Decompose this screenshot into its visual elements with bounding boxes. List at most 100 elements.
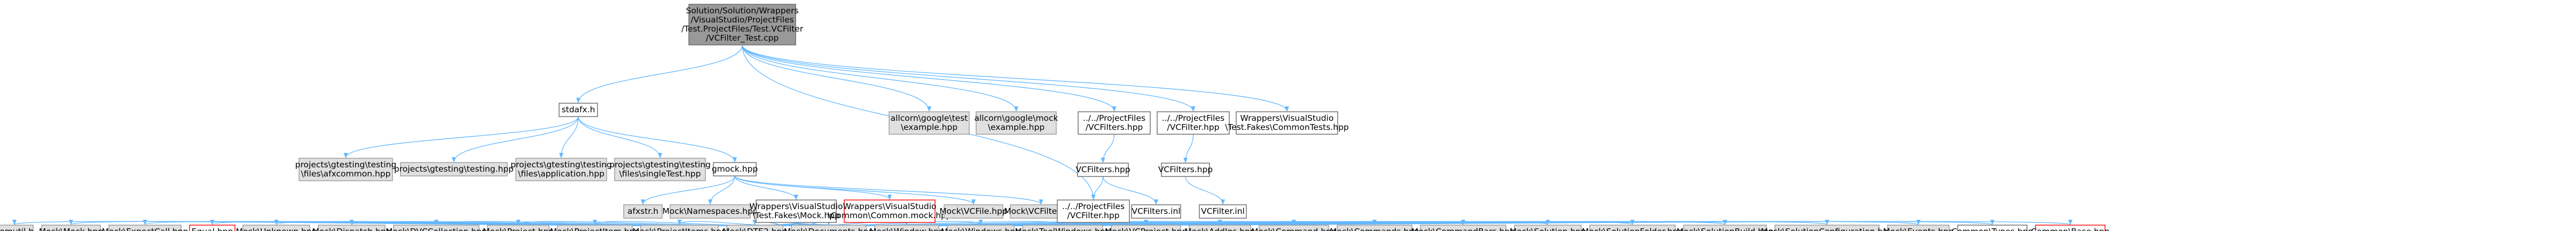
node-box xyxy=(1057,199,1130,223)
node-label: ../../ProjectFiles xyxy=(1083,113,1145,123)
node-mock-commands[interactable]: Mock\Commands.hpp xyxy=(1330,225,1419,231)
node-label: allcorn\google\test xyxy=(891,113,968,123)
node-mock-expectcall[interactable]: Mock\ExpectCall.hpp xyxy=(102,225,189,231)
node-box xyxy=(1111,225,1181,231)
node-mock-vcproject[interactable]: Mock\VCProject.hpp xyxy=(1105,225,1187,231)
node-label: Solution/Solution/Wrappers xyxy=(686,6,799,16)
node-gmock-example[interactable]: allcorn\google\mock\example.hpp xyxy=(974,111,1058,135)
node-mock-documents[interactable]: Mock\Documents.hpp xyxy=(784,225,874,231)
node-testing-hpp[interactable]: projects\gtesting\testing.hpp xyxy=(394,162,514,176)
edge-gmock-hpp-to-mock-vcfilter xyxy=(734,175,1043,205)
node-mock-mock[interactable]: Mock\Mock.hpp xyxy=(39,225,103,231)
edge-vcfilters-hpp-2-to-vcfilter-inl xyxy=(1185,176,1225,205)
node-vcfilters-hpp[interactable]: ../../ProjectFiles/VCFilters.hpp xyxy=(1078,111,1151,135)
node-label: Mock\SolutionFolder.hpp xyxy=(1582,227,1683,231)
edge-gmock-hpp-to-mock-vcfile xyxy=(734,175,976,205)
node-vcfilters-hpp-2[interactable]: VCFilters.hpp xyxy=(1158,163,1213,177)
node-mock-solutionbuild[interactable]: Mock\SolutionBuild.hpp xyxy=(1676,225,1774,231)
node-label: Wrappers\VisualStudio xyxy=(749,202,843,211)
node-box xyxy=(688,4,796,45)
node-mock-toolwindows[interactable]: Mock\ToolWindows.hpp xyxy=(1015,225,1111,231)
node-singletest-hpp[interactable]: projects\gtesting\testing\files\singleTe… xyxy=(609,158,711,181)
node-box xyxy=(1131,204,1181,219)
edge-vcfilters-hpp-to-vcfilters-dep xyxy=(1101,134,1115,163)
node-mock-projectitem[interactable]: Mock\ProjectItem.hpp xyxy=(550,225,640,231)
node-vcfilters-inl[interactable]: VCFilters.inl xyxy=(1131,204,1181,219)
node-box xyxy=(889,111,970,135)
node-box xyxy=(791,225,867,231)
node-stdafx-h[interactable]: stdafx.h xyxy=(559,103,598,117)
node-box xyxy=(1078,111,1151,135)
node-box xyxy=(557,225,633,231)
node-gtest-example[interactable]: allcorn\google\test\example.hpp xyxy=(889,111,970,135)
node-mock-solution[interactable]: Mock\Solution.hpp xyxy=(1510,225,1586,231)
node-mock-windows[interactable]: Mock\Windows.hpp xyxy=(941,225,1020,231)
node-box xyxy=(559,103,598,117)
node-label: projects\gtesting\testing xyxy=(295,160,397,170)
node-box xyxy=(400,162,508,176)
node-mock-project[interactable]: Mock\Project.hpp xyxy=(483,225,554,231)
node-label: projects\gtesting\testing xyxy=(609,160,711,170)
node-mock-vcfile[interactable]: Mock\VCFile.hpp xyxy=(939,204,1008,219)
node-label: Mock\Project.hpp xyxy=(483,227,554,231)
node-label: Mock\Unknown.hpp xyxy=(236,227,317,231)
node-label: Mock\CommandBars.hpp xyxy=(1411,227,1515,231)
node-vcfilter-hpp-mid[interactable]: ../../ProjectFiles/VCFilter.hpp xyxy=(1057,199,1130,223)
node-box xyxy=(1236,111,1338,135)
node-common-mock[interactable]: Wrappers\VisualStudio\Common\Common.mock… xyxy=(828,199,952,223)
node-box xyxy=(299,158,393,181)
node-label: Mock\DVCCollection.hpp xyxy=(386,227,487,231)
edge-root-to-gmock-example xyxy=(742,44,1018,112)
node-box xyxy=(1957,225,2028,231)
node-mock-events[interactable]: Mock\Events.hpp xyxy=(1883,225,1954,231)
node-mock-solutionfolder[interactable]: Mock\SolutionFolder.hpp xyxy=(1582,225,1683,231)
node-mock-namespaces[interactable]: Mock\Namespaces.hpp xyxy=(662,204,758,219)
node-box xyxy=(1887,225,1950,231)
node-box xyxy=(947,225,1015,231)
node-application-hpp[interactable]: projects\gtesting\testing\files\applicat… xyxy=(511,158,612,181)
node-mock-solutionconfig[interactable]: Mock\SolutionConfiguration.hpp xyxy=(1761,225,1894,231)
node-label: \files\application.hpp xyxy=(518,169,604,179)
node-vcfilter-hpp-top[interactable]: ../../ProjectFiles/VCFilter.hpp xyxy=(1157,111,1230,135)
node-label: Common\Base.hpp xyxy=(2031,227,2109,231)
edge-stdafx-h-to-testing-hpp xyxy=(452,116,579,163)
node-mock-dispatch[interactable]: Mock\Dispatch.hpp xyxy=(312,225,391,231)
node-label: gmock.hpp xyxy=(712,164,758,174)
node-label: comutil.h xyxy=(0,227,34,231)
edge-gmock-hpp-to-wrappers-mock xyxy=(734,175,798,200)
node-root[interactable]: Solution/Solution/Wrappers/VisualStudio/… xyxy=(681,4,804,45)
node-box xyxy=(1337,225,1412,231)
node-equal-hpp[interactable]: Equal.hpp xyxy=(189,225,235,231)
node-mock-dte2[interactable]: Mock\DTE2.hpp xyxy=(722,225,787,231)
node-mock-addins[interactable]: Mock\AddIns.hpp xyxy=(1184,225,1255,231)
node-vcfilter-inl[interactable]: VCFilter.inl xyxy=(1199,204,1247,219)
node-mock-command[interactable]: Mock\Command.hpp xyxy=(1251,225,1337,231)
node-box xyxy=(756,199,837,223)
node-afxstr-h[interactable]: afxstr.h xyxy=(623,204,663,219)
node-box xyxy=(2035,225,2106,231)
node-box xyxy=(0,225,34,231)
node-vcfilters-dep[interactable]: VCFilters.hpp xyxy=(1075,163,1130,177)
node-common-types[interactable]: Common\Types.hpp xyxy=(1951,225,2033,231)
node-commontests-hpp[interactable]: Wrappers\VisualStudio\Test.Fakes\CommonT… xyxy=(1225,111,1349,135)
node-box xyxy=(515,158,607,181)
node-gmock-hpp[interactable]: gmock.hpp xyxy=(712,162,758,176)
node-label: Mock\Events.hpp xyxy=(1883,227,1953,231)
node-box xyxy=(944,204,1003,219)
node-label: Equal.hpp xyxy=(192,227,233,231)
node-wrappers-mock[interactable]: Wrappers\VisualStudio\Test.Fakes\Mock.hp… xyxy=(749,199,843,223)
node-comutil-h[interactable]: comutil.h xyxy=(0,225,34,231)
edge-wrappers-mock-to-mock-projectitems xyxy=(677,219,797,227)
node-common-base[interactable]: Common\Base.hpp xyxy=(2031,225,2110,231)
node-label: Common\Types.hpp xyxy=(1951,227,2033,231)
node-afxcommon[interactable]: projects\gtesting\testing\files\afxcommo… xyxy=(295,158,397,181)
node-label: Mock\Commands.hpp xyxy=(1330,227,1419,231)
node-mock-unknown[interactable]: Mock\Unknown.hpp xyxy=(236,225,317,231)
node-mock-window[interactable]: Mock\Window.hpp xyxy=(869,225,944,231)
node-box xyxy=(713,162,757,176)
node-mock-projectitems[interactable]: Mock\ProjectItems.hpp xyxy=(632,225,727,231)
node-mock-commandbars[interactable]: Mock\CommandBars.hpp xyxy=(1411,225,1515,231)
node-label: /VCFilter_Test.cpp xyxy=(706,33,779,43)
node-label: Mock\AddIns.hpp xyxy=(1184,227,1255,231)
node-mock-dvccollection[interactable]: Mock\DVCCollection.hpp xyxy=(386,225,487,231)
